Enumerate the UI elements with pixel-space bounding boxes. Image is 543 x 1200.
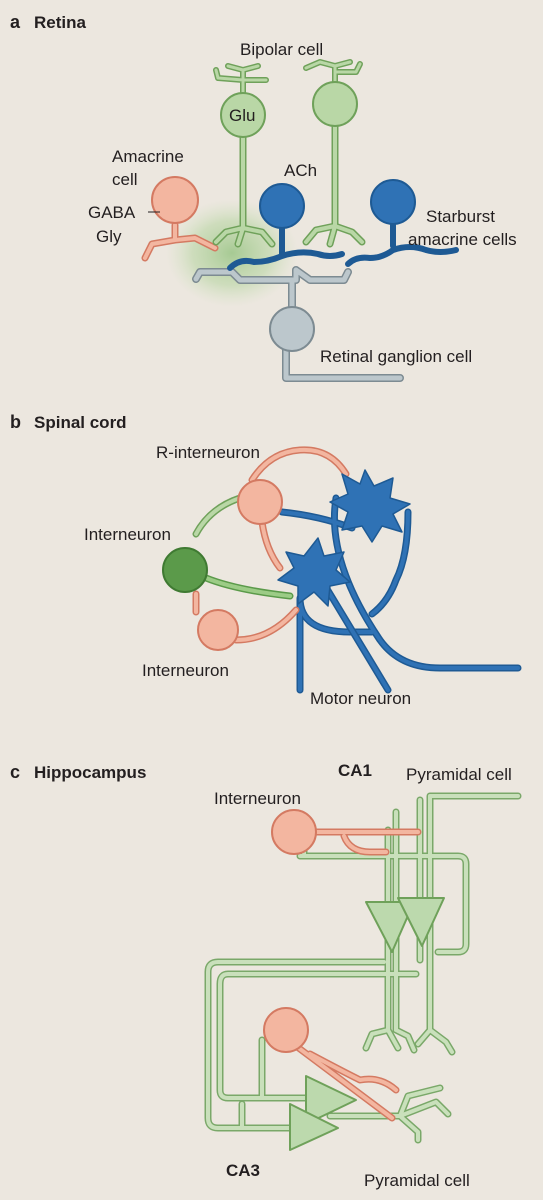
label-ca3: CA3: [226, 1161, 260, 1180]
panel-b-letter: b: [10, 412, 21, 432]
panel-a-letter: a: [10, 12, 21, 32]
label-pyramidal-cell-top: Pyramidal cell: [406, 765, 512, 784]
starburst-amacrine-cell-1: [227, 183, 345, 271]
ca3-pyramidal-cell-1: [305, 1075, 357, 1125]
label-amacrine-line1: Amacrine: [112, 147, 184, 166]
bipolar-cell-1: [212, 63, 276, 248]
panel-b-title: Spinal cord: [34, 413, 127, 432]
interneuron-lower: [197, 606, 300, 651]
label-amacrine-line2: cell: [112, 170, 138, 189]
label-interneuron-upper: Interneuron: [84, 525, 171, 544]
label-starburst-line1: Starburst: [426, 207, 495, 226]
panel-a-title: Retina: [34, 13, 87, 32]
pyramidal-axon-network: [204, 792, 522, 1144]
ca3-pyramidal-cell-2: [289, 1103, 339, 1151]
label-ca1: CA1: [338, 761, 372, 780]
panel-c-letter: c: [10, 762, 20, 782]
motor-neuron-1: [329, 469, 411, 543]
amacrine-cell: [141, 176, 219, 262]
ca1-interneuron: [271, 809, 422, 856]
panel-b-spinal-cord: b Spinal cord: [10, 412, 522, 708]
label-glu: Glu: [229, 106, 255, 125]
label-ach: ACh: [284, 161, 317, 180]
label-interneuron: Interneuron: [214, 789, 301, 808]
bipolar-cell-2: [302, 59, 366, 248]
label-retinal-ganglion-cell: Retinal ganglion cell: [320, 347, 472, 366]
label-bipolar-cell: Bipolar cell: [240, 40, 323, 59]
label-gaba: GABA: [88, 203, 136, 222]
ca1-pyramidal-cell-2: [397, 897, 445, 947]
panel-c-title: Hippocampus: [34, 763, 146, 782]
r-interneuron: [192, 446, 350, 572]
label-gly: Gly: [96, 227, 122, 246]
ca3-interneuron: [263, 1007, 400, 1122]
panel-a-retina: a Retina: [10, 12, 517, 382]
starburst-amacrine-cell-2: [345, 179, 459, 267]
motor-neuron-2: [277, 537, 351, 607]
panel-c-hippocampus: c Hippocampus CA1 Pyramidal cell Interne…: [10, 761, 522, 1190]
label-r-interneuron: R-interneuron: [156, 443, 260, 462]
label-motor-neuron: Motor neuron: [310, 689, 411, 708]
retinal-ganglion-cell: [192, 266, 404, 382]
label-interneuron-lower: Interneuron: [142, 661, 229, 680]
interneuron-green: [162, 547, 294, 616]
label-starburst-line2: amacrine cells: [408, 230, 517, 249]
label-pyramidal-cell-bottom: Pyramidal cell: [364, 1171, 470, 1190]
ca1-pyramidal-cell-1: [365, 901, 415, 953]
